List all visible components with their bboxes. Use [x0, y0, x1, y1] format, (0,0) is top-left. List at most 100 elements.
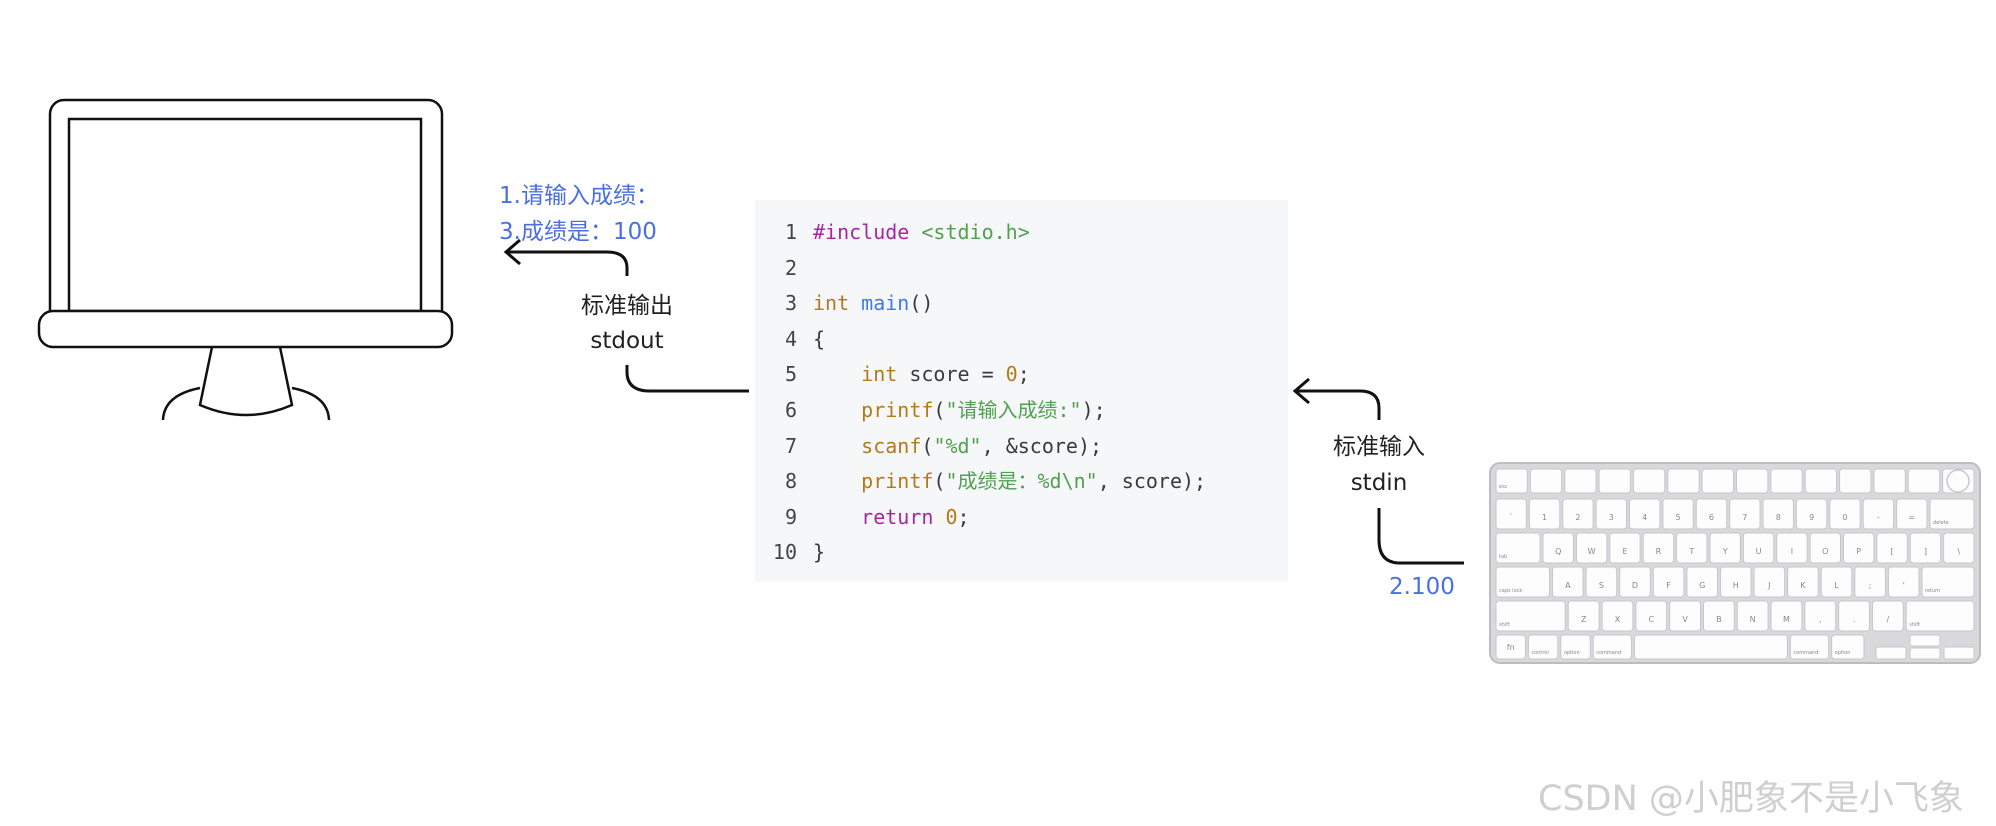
key-label: tab — [1499, 554, 1507, 560]
key — [1527, 634, 1559, 660]
code-line: 6 printf("请输入成绩:"); — [755, 392, 1106, 428]
key-label: Y — [1722, 547, 1728, 556]
key-label: shift — [1499, 622, 1510, 628]
code-line: 7 scanf("%d", &score); — [755, 428, 1102, 464]
key — [1839, 468, 1872, 494]
key-label: \ — [1957, 547, 1960, 556]
key-label: W — [1588, 547, 1596, 556]
code-token: "成绩是：%d\n" — [945, 469, 1098, 494]
code-token: ; — [1017, 362, 1030, 387]
key — [1598, 468, 1631, 494]
key — [1795, 498, 1828, 530]
line-number: 8 — [784, 469, 797, 494]
key — [1829, 498, 1861, 530]
key-label: X — [1615, 615, 1621, 624]
key-label: E — [1622, 547, 1627, 556]
code-token — [933, 505, 945, 529]
key-label: 3 — [1609, 513, 1614, 522]
key — [1592, 634, 1632, 660]
key — [1495, 468, 1528, 494]
stdout-label-cn: 标准输出 — [581, 293, 673, 319]
code-line: 5 int score = 0; — [755, 356, 1030, 392]
key — [1585, 566, 1618, 598]
key-label: M — [1783, 615, 1790, 624]
line-number: 6 — [784, 398, 797, 422]
key — [1909, 532, 1942, 564]
code-token: int — [861, 362, 898, 387]
key — [1896, 498, 1928, 530]
code-line: 8 printf("成绩是：%d\n", score); — [755, 463, 1206, 499]
code-token: } — [813, 540, 826, 565]
key — [1762, 498, 1794, 530]
key-label: N — [1750, 615, 1756, 624]
key — [1652, 566, 1685, 598]
key-label: command — [1793, 650, 1818, 656]
code-token: , score); — [1097, 469, 1207, 494]
code-token: <stdio.h> — [921, 220, 1030, 244]
code-token — [813, 469, 861, 493]
key-label: - — [1877, 513, 1880, 522]
key-label: J — [1767, 581, 1770, 590]
code-line: 2 — [755, 250, 813, 286]
code-token: ( — [933, 469, 946, 494]
key-label: B — [1716, 615, 1722, 624]
key — [1770, 600, 1803, 632]
key-label: [ — [1890, 547, 1893, 556]
key — [1552, 566, 1584, 598]
key — [1862, 498, 1895, 530]
key-label: S — [1599, 581, 1604, 590]
key — [1873, 468, 1906, 494]
key-label: A — [1565, 581, 1571, 590]
key — [1929, 498, 1975, 530]
key — [1736, 600, 1769, 632]
key-label: R — [1656, 547, 1662, 556]
key-label: / — [1886, 615, 1889, 624]
key — [1529, 468, 1563, 494]
code-token: scanf — [861, 433, 922, 458]
key — [1595, 498, 1628, 530]
watermark: CSDN @小肥象不是小飞象 — [1538, 779, 1964, 819]
key — [1905, 600, 1975, 632]
key — [1776, 532, 1808, 564]
code-token: ( — [933, 398, 946, 422]
key-label: ` — [1509, 512, 1513, 522]
line-number: 1 — [784, 220, 797, 244]
code-token: score = — [897, 362, 1006, 387]
key — [1742, 532, 1775, 564]
code-token — [813, 505, 861, 529]
key — [1495, 600, 1566, 632]
key — [1804, 600, 1837, 632]
key — [1804, 468, 1838, 494]
key-label: Q — [1555, 547, 1561, 556]
key — [1854, 566, 1886, 598]
code-token: , &score); — [981, 433, 1103, 458]
arrow-key — [1875, 646, 1907, 660]
key-label: 0 — [1842, 513, 1847, 522]
key-label: return — [1925, 588, 1940, 594]
key — [1560, 634, 1591, 660]
key-label: 6 — [1709, 513, 1714, 522]
line-number: 10 — [772, 540, 797, 565]
code-token — [813, 398, 861, 422]
code-line: 1#include <stdio.h> — [755, 214, 1030, 250]
stdin-label-en: stdin — [1350, 470, 1408, 496]
key — [1642, 532, 1675, 564]
key — [1632, 468, 1666, 494]
line-number: 2 — [784, 255, 797, 280]
key — [1495, 498, 1527, 530]
key-label: control — [1531, 650, 1548, 656]
key-label: 2 — [1575, 513, 1580, 522]
key-label: option — [1835, 650, 1851, 656]
key-label: I — [1791, 547, 1793, 556]
key-label: caps lock — [1499, 588, 1522, 594]
code-token: { — [813, 326, 826, 351]
code-token: ; — [957, 504, 970, 529]
key-label: L — [1834, 581, 1839, 590]
line-number: 5 — [784, 362, 797, 387]
key — [1921, 566, 1975, 598]
key — [1662, 498, 1694, 530]
key-label: U — [1756, 547, 1762, 556]
stdout-arrow — [503, 238, 749, 393]
